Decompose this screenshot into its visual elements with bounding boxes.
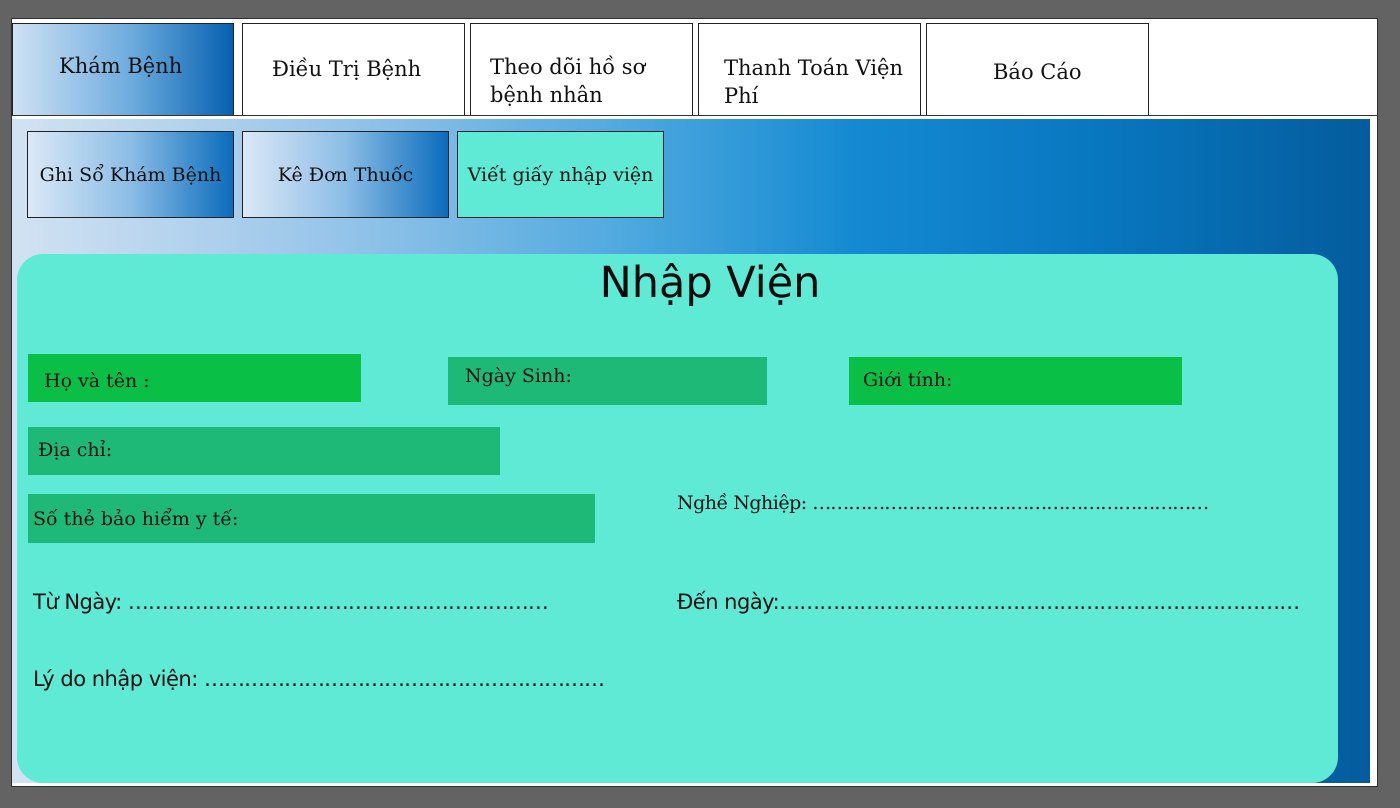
from-date-line[interactable]: Từ Ngày: ………………………………………………………: [33, 590, 549, 614]
tab-bar-divider: [12, 115, 1378, 116]
subtab-viet-giay-nhap-vien[interactable]: Viết giấy nhập viện: [457, 131, 664, 218]
subtab-ghi-so-kham-benh[interactable]: Ghi Sổ Khám Bệnh: [27, 131, 234, 218]
form-title: Nhập Viện: [599, 258, 821, 308]
occupation-line[interactable]: Nghề Nghiệp: …………………………………………………………: [677, 492, 1209, 514]
subtab-label: Kê Đơn Thuốc: [277, 163, 414, 186]
insurance-card-field[interactable]: Số thẻ bảo hiểm y tế:: [28, 494, 595, 543]
tab-dieu-tri-benh[interactable]: Điều Trị Bệnh: [242, 23, 465, 116]
tab-label: Khám Bệnh: [59, 54, 183, 78]
admission-reason-line[interactable]: Lý do nhập viện: ……………………………………………………: [33, 667, 605, 691]
tab-theo-doi-ho-so[interactable]: Theo dõi hồ sơ bệnh nhân: [470, 23, 693, 116]
subtab-label: Ghi Sổ Khám Bệnh: [39, 163, 222, 186]
tab-thanh-toan-vien-phi[interactable]: Thanh Toán Viện Phí: [698, 23, 921, 116]
occupation-label: Nghề Nghiệp:: [677, 492, 813, 514]
to-date-line[interactable]: Đến ngày:……………………………………………………………………: [677, 590, 1300, 614]
full-name-label: Họ và tên :: [44, 370, 150, 392]
gender-field[interactable]: Giới tính:: [849, 357, 1182, 405]
address-field[interactable]: Địa chỉ:: [28, 427, 500, 475]
to-date-dots: ……………………………………………………………………: [779, 590, 1300, 614]
tab-kham-benh[interactable]: Khám Bệnh: [12, 23, 234, 116]
full-name-field[interactable]: Họ và tên :: [28, 354, 361, 402]
occupation-dots: …………………………………………………………: [812, 492, 1209, 514]
tab-label: Điều Trị Bệnh: [272, 57, 422, 81]
from-date-dots: ………………………………………………………: [127, 590, 549, 614]
tab-label: Thanh Toán Viện Phí: [724, 56, 903, 108]
gender-label: Giới tính:: [863, 369, 953, 391]
address-label: Địa chỉ:: [38, 439, 113, 461]
dob-field[interactable]: Ngày Sinh:: [448, 357, 767, 405]
from-date-label: Từ Ngày:: [33, 590, 128, 614]
subtab-ke-don-thuoc[interactable]: Kê Đơn Thuốc: [242, 131, 449, 218]
dob-label: Ngày Sinh:: [465, 365, 572, 387]
tab-bao-cao[interactable]: Báo Cáo: [926, 23, 1149, 116]
admission-reason-dots: ……………………………………………………: [203, 667, 605, 691]
subtab-label: Viết giấy nhập viện: [467, 163, 654, 186]
to-date-label: Đến ngày:: [677, 590, 780, 614]
admission-reason-label: Lý do nhập viện:: [33, 667, 204, 691]
insurance-card-label: Số thẻ bảo hiểm y tế:: [33, 508, 239, 530]
tab-label: Theo dõi hồ sơ bệnh nhân: [490, 55, 646, 107]
tab-label: Báo Cáo: [993, 60, 1082, 84]
